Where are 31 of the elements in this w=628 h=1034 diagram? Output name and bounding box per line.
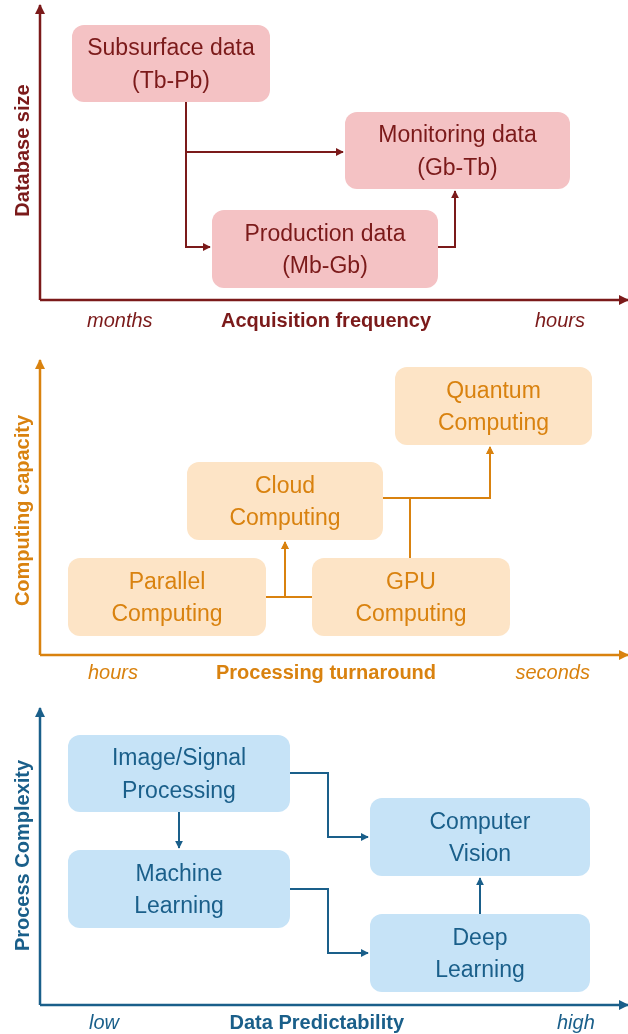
process-box: Computer Vision [370,798,590,876]
arrow [476,877,484,915]
process-box: GPU Computing [312,558,510,636]
process-box: Deep Learning [370,914,590,992]
axis-end-label: seconds [515,660,590,684]
arrow [281,541,313,598]
axis-end-label: hours [535,308,586,332]
axis-end-label: months [87,308,153,332]
arrow [289,888,369,957]
process-box: Production data (Mb-Gb) [212,210,438,288]
axis-end-label: high [557,1010,595,1034]
process-box: Parallel Computing [68,558,266,636]
process-box: Subsurface data (Tb-Pb) [72,25,270,102]
axis-title: Data Predictability [229,1010,404,1034]
axis-title: Processing turnaround [216,660,437,684]
process-box: Monitoring data (Gb-Tb) [345,112,570,189]
arrow [175,811,183,849]
arrow [185,101,211,251]
arrow [409,446,494,559]
arrow [437,190,459,248]
process-box: Quantum Computing [395,367,592,445]
axis-title: Process Complexity [10,759,34,951]
axis-end-label: hours [88,660,139,684]
axis-end-label: low [89,1010,119,1034]
axis-title: Acquisition frequency [221,308,432,332]
axis-title: Computing capacity [10,414,34,606]
process-box: Cloud Computing [187,462,383,540]
axis-title: Database size [10,83,34,217]
process-box: Machine Learning [68,850,290,928]
arrow [289,772,369,841]
process-box: Image/Signal Processing [68,735,290,812]
